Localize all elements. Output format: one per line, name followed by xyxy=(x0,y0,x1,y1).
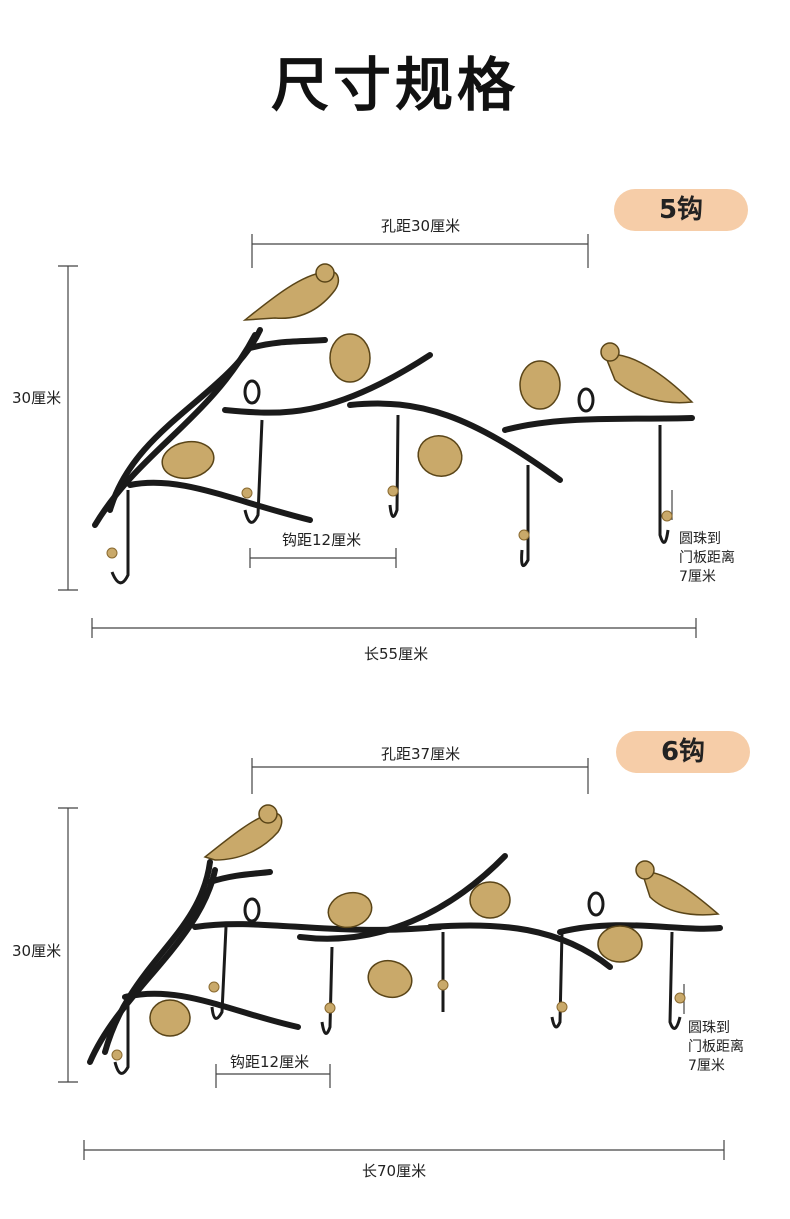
mount-loops xyxy=(243,379,595,413)
iron-branch xyxy=(87,853,723,1065)
length-label: 长70厘米 xyxy=(362,1162,427,1180)
bead-note-line-1: 圆珠到 xyxy=(688,1020,730,1036)
bead-note-line-1: 圆珠到 xyxy=(679,531,721,547)
hole-distance-label: 孔距37厘米 xyxy=(381,745,461,763)
hook-count-badge: 5钩 xyxy=(614,189,748,231)
hook-count-badge: 6钩 xyxy=(616,731,750,773)
bead-note-line-2: 门板距离 xyxy=(688,1039,744,1055)
gold-birds xyxy=(203,804,720,916)
bead-note-line-2: 门板距离 xyxy=(679,550,735,566)
gold-leaves xyxy=(161,333,561,480)
gold-leaves xyxy=(149,881,643,1037)
page-title: 尺寸规格 xyxy=(270,51,519,119)
hole-distance-label: 孔距30厘米 xyxy=(381,217,461,235)
bead-balls xyxy=(111,979,686,1061)
hooks xyxy=(113,926,682,1075)
iron-branch xyxy=(92,327,695,528)
hooks xyxy=(110,414,670,585)
hook-distance-label: 钩距12厘米 xyxy=(282,531,362,549)
spec-panel-6-hooks: 6钩 孔距37厘米 30厘米 钩距12厘米 圆珠到 门板距离 7厘米 长70厘米 xyxy=(0,722,790,1202)
product-illustration-5-hooks xyxy=(58,234,697,638)
product-illustration-6-hooks xyxy=(58,758,725,1160)
bead-note-line-3: 7厘米 xyxy=(688,1058,725,1074)
hook-distance-label: 钩距12厘米 xyxy=(230,1053,310,1071)
mount-loops xyxy=(243,891,605,923)
height-label: 30厘米 xyxy=(12,389,62,407)
length-label: 长55厘米 xyxy=(364,645,429,663)
dimension-lines xyxy=(58,234,697,638)
gold-birds xyxy=(242,263,694,404)
bead-note-line-3: 7厘米 xyxy=(679,569,716,585)
bead-balls xyxy=(106,485,673,559)
dimension-lines xyxy=(58,758,725,1160)
spec-panel-5-hooks: 5钩 孔距30厘米 30厘米 钩距12厘米 圆珠到 门板距离 7厘米 长55厘米 xyxy=(0,180,790,680)
height-label: 30厘米 xyxy=(12,942,62,960)
